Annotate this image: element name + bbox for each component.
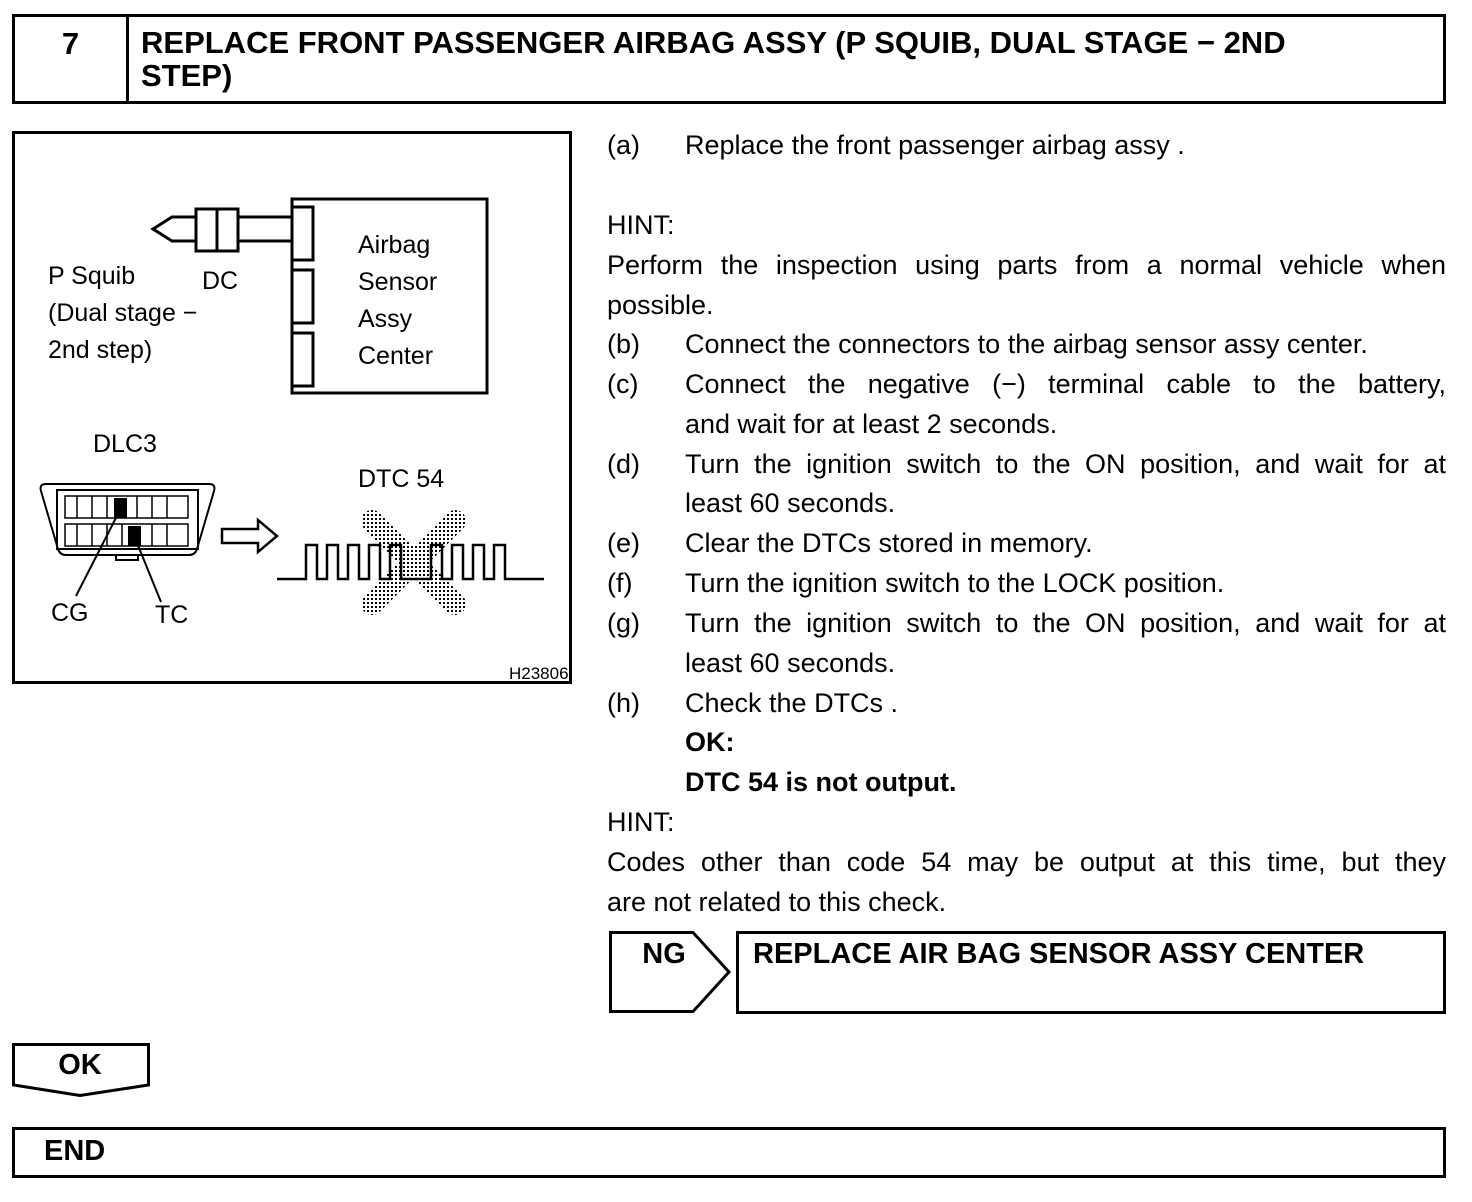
hint-2-line-2: are not related to this check.: [607, 887, 947, 917]
hint-1-line-2: possible.: [607, 290, 714, 320]
step-g-line-1: Turn the ignition switch to the ON posit…: [685, 608, 1446, 638]
hint-1-line-1: Perform the inspection using parts from …: [607, 250, 1446, 280]
hint-1-label: HINT:: [607, 210, 675, 240]
step-g-label: (g): [607, 608, 640, 638]
ng-action-box: REPLACE AIR BAG SENSOR ASSY CENTER: [736, 931, 1446, 1014]
illustration-drawing: [39, 197, 544, 615]
step-a-text: Replace the front passenger airbag assy …: [685, 130, 1185, 160]
p-squib-line-1: P Squib: [48, 262, 136, 290]
step-a-label: (a): [607, 130, 640, 160]
step-header: 7 REPLACE FRONT PASSENGER AIRBAG ASSY (P…: [12, 14, 1446, 104]
ok-label: OK: [58, 1049, 102, 1081]
step-h-text: Check the DTCs .: [685, 688, 899, 718]
step-d-line-1: Turn the ignition switch to the ON posit…: [685, 449, 1446, 479]
sensor-line-3: Assy: [358, 305, 413, 333]
step-b-text: Connect the connectors to the airbag sen…: [685, 329, 1368, 359]
step-e-label: (e): [607, 528, 640, 558]
dtc-label: DTC 54: [358, 465, 445, 493]
step-g-line-2: least 60 seconds.: [685, 648, 896, 678]
p-squib-line-3: 2nd step): [48, 336, 153, 364]
step-c-label: (c): [607, 369, 639, 399]
cg-label: CG: [51, 599, 89, 627]
tc-label: TC: [155, 601, 189, 629]
step-title: REPLACE FRONT PASSENGER AIRBAG ASSY (P S…: [141, 26, 1431, 92]
step-f-label: (f): [607, 568, 633, 598]
hint-2-label: HINT:: [607, 807, 675, 837]
ng-tag-shape: [609, 931, 731, 1013]
step-f-text: Turn the ignition switch to the LOCK pos…: [685, 568, 1225, 598]
dlc3-label: DLC3: [93, 430, 157, 458]
hint-2-line-1: Codes other than code 54 may be output a…: [607, 847, 1446, 877]
step-c-line-2: and wait for at least 2 seconds.: [685, 409, 1058, 439]
step-c-line-1: Connect the negative (−) terminal cable …: [685, 369, 1446, 399]
step-h-label: (h): [607, 688, 640, 718]
sensor-label: Airbag Sensor Assy Center: [358, 227, 437, 375]
dc-label: DC: [202, 267, 239, 295]
ok-criteria-label: OK:: [685, 727, 735, 757]
step-title-line-1: REPLACE FRONT PASSENGER AIRBAG ASSY (P S…: [141, 25, 1286, 60]
ng-label: NG: [642, 938, 686, 970]
step-number: 7: [15, 17, 129, 101]
p-squib-line-2: (Dual stage −: [48, 299, 198, 327]
step-title-line-2: STEP): [141, 58, 233, 93]
step-e-text: Clear the DTCs stored in memory.: [685, 528, 1093, 558]
sensor-line-4: Center: [358, 342, 434, 370]
sensor-line-2: Sensor: [358, 268, 438, 296]
illustration-code: H23806: [509, 664, 569, 683]
end-box: END: [12, 1127, 1446, 1178]
illustration: P Squib (Dual stage − 2nd step) DC Airba…: [12, 131, 572, 684]
step-d-line-2: least 60 seconds.: [685, 488, 896, 518]
p-squib-label: P Squib (Dual stage − 2nd step): [48, 258, 197, 369]
ok-criteria-text: DTC 54 is not output.: [685, 767, 957, 797]
sensor-line-1: Airbag: [358, 231, 431, 259]
end-label: END: [44, 1135, 106, 1167]
ok-tag-shape: [12, 1043, 150, 1097]
step-b-label: (b): [607, 329, 640, 359]
ng-action-text: REPLACE AIR BAG SENSOR ASSY CENTER: [753, 938, 1365, 970]
step-d-label: (d): [607, 449, 640, 479]
